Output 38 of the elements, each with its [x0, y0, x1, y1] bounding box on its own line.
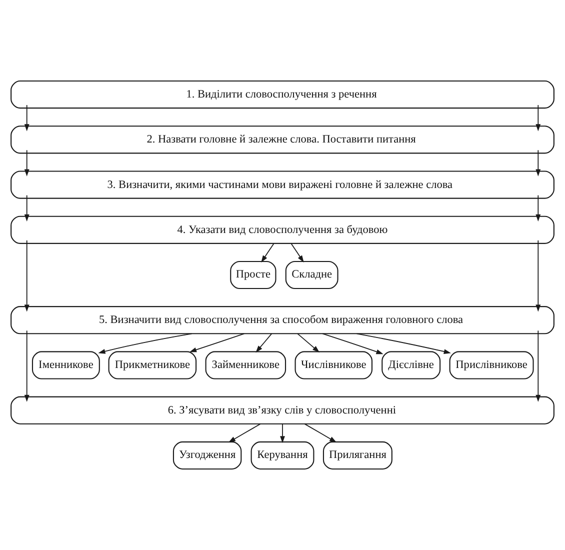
arrow [261, 243, 274, 262]
node-box: 6. З’ясувати вид зв’язку слів у словосполученні [10, 396, 554, 424]
node-box: Просте [230, 260, 276, 290]
arrow [228, 424, 261, 442]
arrow [356, 333, 451, 354]
node-box: 1. Виділити словосполучення з речення [10, 80, 554, 109]
arrow [297, 333, 320, 352]
node-box: Іменникове [32, 351, 100, 380]
arrow [536, 330, 541, 402]
arrow [24, 330, 30, 402]
node-box: 4. Указати вид словосполучення за будовою [10, 216, 554, 244]
arrow [24, 194, 30, 222]
node-box: Керування [250, 441, 314, 470]
arrow [256, 333, 272, 353]
arrow [536, 194, 541, 222]
node-box: Дієслівне [382, 351, 441, 380]
node-box: Узгодження [172, 441, 242, 470]
arrow [536, 104, 541, 132]
arrow [24, 104, 30, 132]
node-box: Складне [285, 260, 338, 290]
node-box: Числівникове [294, 351, 372, 380]
arrow [24, 150, 30, 176]
arrow [322, 333, 384, 354]
node-box: Прилягання [322, 441, 392, 470]
arrow [304, 424, 337, 442]
arrow [280, 424, 285, 444]
node-box: 5. Визначити вид словосполучення за способом вираження головного слова [10, 306, 554, 334]
node-box: 2. Назвати головне й залежне слова. Поставити питання [10, 126, 554, 154]
arrow [536, 240, 541, 312]
node-box: 3. Визначити, якими частинами мови виражені головне й залежне слова [10, 170, 554, 199]
node-box: Прикметникове [108, 351, 197, 380]
arrow [189, 333, 245, 352]
arrow [24, 240, 30, 312]
node-box: Займенникове [205, 351, 286, 380]
arrow [290, 243, 304, 262]
arrow [98, 333, 192, 354]
node-box: Прислівникове [449, 351, 534, 380]
arrow [536, 150, 541, 176]
